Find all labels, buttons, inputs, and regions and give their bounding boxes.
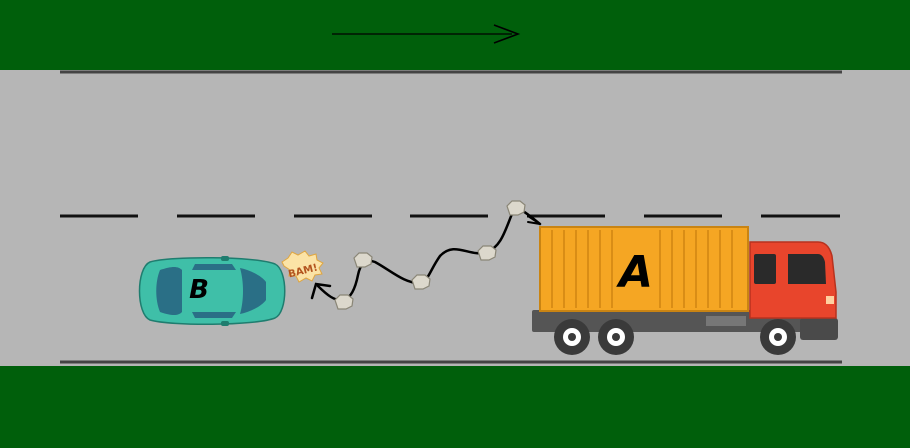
direction-arrow-icon bbox=[332, 24, 521, 44]
truck-wheels bbox=[554, 319, 796, 355]
rock-icon bbox=[334, 200, 526, 310]
trajectory-start-arrowhead bbox=[527, 215, 541, 225]
car-icon: B bbox=[138, 256, 286, 326]
truck-label: A bbox=[616, 247, 653, 298]
car-label: B bbox=[189, 275, 209, 305]
trajectory-arrowhead bbox=[310, 282, 332, 300]
grass-top bbox=[0, 0, 910, 70]
impact-burst-icon: BAM! bbox=[281, 250, 324, 283]
truck-icon: A bbox=[532, 226, 838, 355]
grass-bottom bbox=[0, 366, 910, 448]
